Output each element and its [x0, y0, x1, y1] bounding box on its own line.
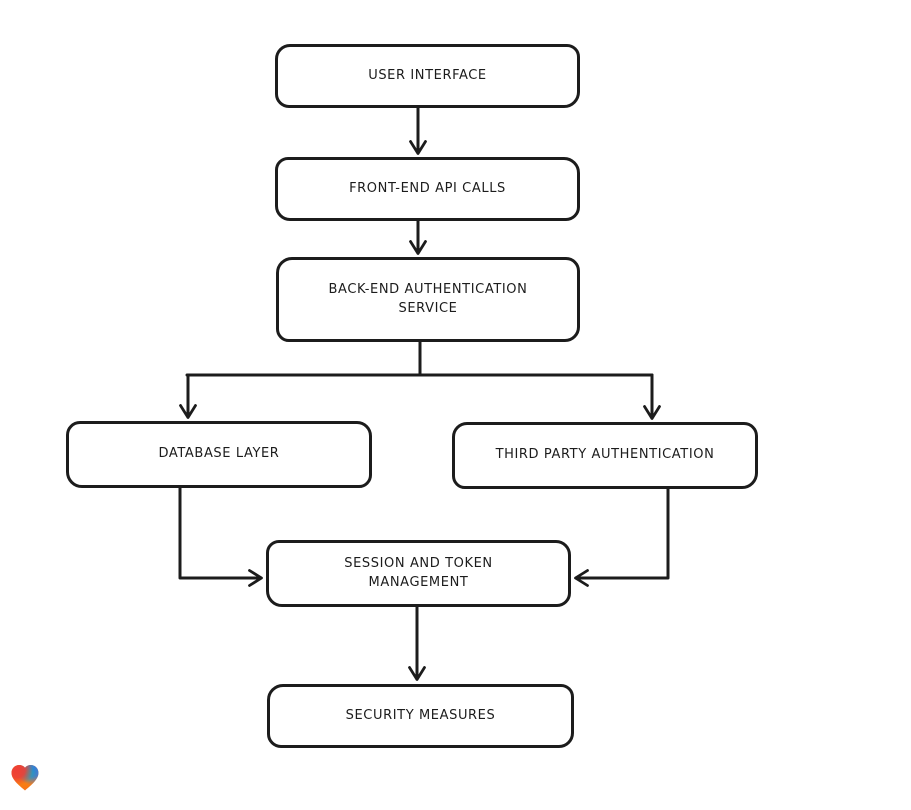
- node-front-end-api-calls: FRONT-END API CALLS: [275, 157, 580, 221]
- node-label: BACK-END AUTHENTICATION SERVICE: [328, 281, 528, 316]
- node-database-layer: DATABASE LAYER: [66, 421, 372, 488]
- edge-thirdparty-to-session: [574, 487, 670, 587]
- node-security-measures: SECURITY MEASURES: [267, 684, 574, 748]
- node-label: SESSION AND TOKEN MANAGEMENT: [344, 555, 493, 590]
- node-label: FRONT-END API CALLS: [349, 180, 506, 196]
- node-user-interface: USER INTERFACE: [275, 44, 580, 108]
- node-back-end-authentication-service: BACK-END AUTHENTICATION SERVICE: [276, 257, 580, 342]
- node-third-party-authentication: THIRD PARTY AUTHENTICATION: [452, 422, 758, 489]
- edge-database-to-session: [178, 486, 263, 587]
- node-label: DATABASE LAYER: [158, 446, 280, 462]
- node-label: USER INTERFACE: [368, 67, 487, 83]
- node-session-and-token-management: SESSION AND TOKEN MANAGEMENT: [266, 540, 571, 607]
- lovable-heart-logo-icon[interactable]: [9, 762, 41, 794]
- node-label: SECURITY MEASURES: [345, 707, 496, 723]
- node-label: THIRD PARTY AUTHENTICATION: [495, 447, 715, 463]
